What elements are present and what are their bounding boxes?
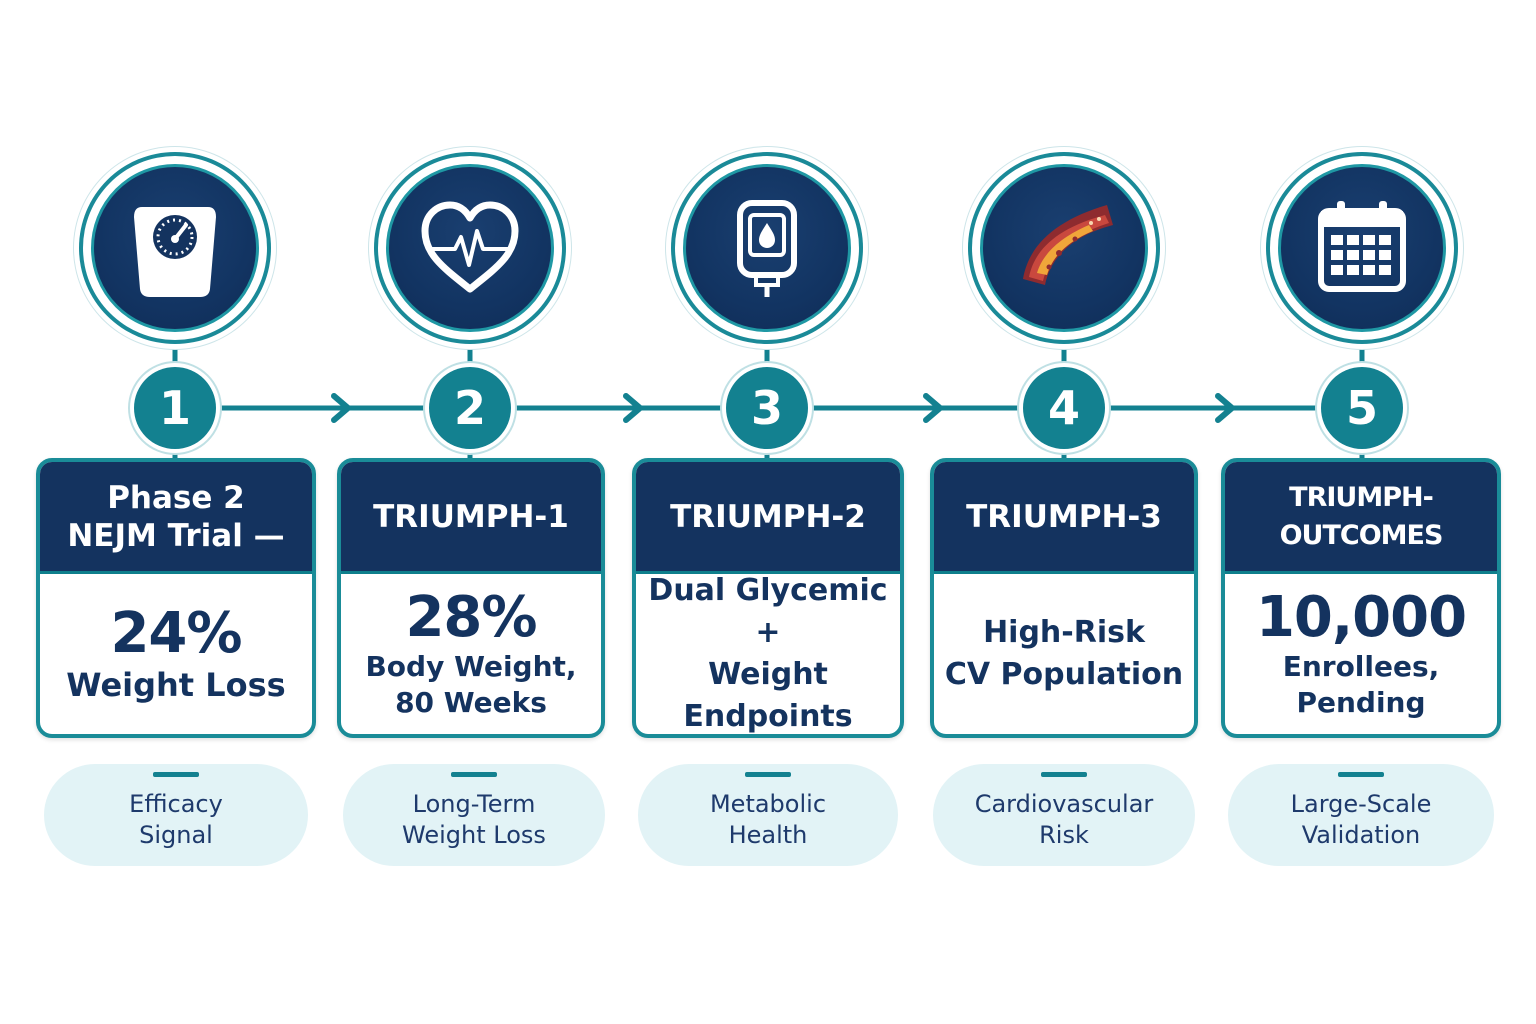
step-1-header-line-2: NEJM Trial —: [67, 517, 285, 554]
step-3-category-pill: Metabolic Health: [638, 764, 898, 866]
pill-dash-marker: [451, 772, 497, 777]
step-4-icon-circle: [972, 156, 1156, 340]
step-2-card-body: 28% Body Weight, 80 Weeks: [341, 574, 601, 734]
step-3-category-line-2: Health: [728, 821, 808, 849]
glucose-meter-icon: [737, 200, 797, 297]
arrow-4: [1215, 393, 1237, 423]
pill-dash-marker: [153, 772, 199, 777]
step-5-header-line-1: TRIUMPH-OUTCOMES: [1279, 481, 1444, 551]
step-2-icon-circle: [378, 156, 562, 340]
step-4-header-line-1: TRIUMPH-3: [966, 498, 1162, 535]
step-5-category-line-1: Large-Scale: [1290, 790, 1432, 818]
step-1-number-badge: 1: [134, 367, 216, 449]
step-2-detail-line-1: Body Weight,: [365, 650, 577, 683]
step-2-stat: 28%: [405, 585, 537, 650]
step-2-header-line-1: TRIUMPH-1: [373, 498, 569, 535]
step-1-header-line-1: Phase 2: [107, 479, 245, 516]
step-2-number-badge: 2: [429, 367, 511, 449]
weight-scale-icon: [134, 207, 216, 297]
step-4-category-pill: Cardiovascular Risk: [933, 764, 1195, 866]
step-2-detail-line-2: 80 Weeks: [395, 686, 547, 719]
step-4-number-badge: 4: [1023, 367, 1105, 449]
step-1-icon-circle: [83, 156, 267, 340]
heart-pulse-icon: [421, 201, 519, 293]
step-1-card-body: 24% Weight Loss: [40, 574, 312, 734]
arrow-1: [331, 393, 353, 423]
calendar-icon: [1318, 201, 1406, 292]
step-1-category-pill: Efficacy Signal: [44, 764, 308, 866]
step-3-number-badge: 3: [726, 367, 808, 449]
step-4-detail-line-2: CV Population: [944, 657, 1184, 692]
step-1-category-line-1: Efficacy: [129, 790, 223, 818]
step-5-category-line-2: Validation: [1301, 821, 1421, 849]
step-1-card: Phase 2 NEJM Trial — 24% Weight Loss: [36, 458, 316, 738]
step-3-icon-circle: [675, 156, 859, 340]
pill-dash-marker: [745, 772, 791, 777]
step-5-icon-circle: [1270, 156, 1454, 340]
arrow-3: [923, 393, 945, 423]
step-2-category-pill: Long-Term Weight Loss: [343, 764, 605, 866]
step-4-card-body: High-Risk CV Population: [934, 574, 1194, 734]
step-3-detail-line-2: Weight Endpoints: [683, 657, 853, 734]
step-4-category-line-2: Risk: [1039, 821, 1089, 849]
step-4-category-line-1: Cardiovascular: [974, 790, 1154, 818]
step-2-category-line-1: Long-Term: [412, 790, 536, 818]
step-1-card-header: Phase 2 NEJM Trial —: [40, 462, 312, 574]
step-1-stat: 24%: [110, 601, 242, 666]
step-3-card-header: TRIUMPH-2: [636, 462, 900, 574]
step-2-category-line-2: Weight Loss: [402, 821, 546, 849]
step-5-card: TRIUMPH-OUTCOMES 10,000 Enrollees, Pendi…: [1221, 458, 1501, 738]
step-5-stat: 10,000: [1255, 585, 1467, 650]
step-5-detail-line-1: Enrollees,: [1282, 650, 1440, 683]
step-3-card: TRIUMPH-2 Dual Glycemic + Weight Endpoin…: [632, 458, 904, 738]
step-1-category-line-2: Signal: [139, 821, 213, 849]
step-5-detail-line-2: Pending: [1296, 686, 1426, 719]
pill-dash-marker: [1041, 772, 1087, 777]
pill-dash-marker: [1338, 772, 1384, 777]
step-1-detail-line-1: Weight Loss: [66, 666, 286, 704]
step-5-category-pill: Large-Scale Validation: [1228, 764, 1494, 866]
step-5-card-header: TRIUMPH-OUTCOMES: [1225, 462, 1497, 574]
step-4-card: TRIUMPH-3 High-Risk CV Population: [930, 458, 1198, 738]
step-5-number-badge: 5: [1321, 367, 1403, 449]
step-3-detail-line-1: Dual Glycemic +: [648, 573, 888, 650]
step-5-card-body: 10,000 Enrollees, Pending: [1225, 574, 1497, 734]
artery-plaque-icon: [1023, 205, 1113, 285]
step-4-detail-line-1: High-Risk: [983, 615, 1145, 650]
step-3-category-line-1: Metabolic: [709, 790, 827, 818]
step-4-card-header: TRIUMPH-3: [934, 462, 1194, 574]
step-3-card-body: Dual Glycemic + Weight Endpoints: [636, 573, 900, 734]
step-2-card: TRIUMPH-1 28% Body Weight, 80 Weeks: [337, 458, 605, 738]
step-3-header-line-1: TRIUMPH-2: [670, 498, 866, 535]
step-2-card-header: TRIUMPH-1: [341, 462, 601, 574]
arrow-2: [623, 393, 645, 423]
